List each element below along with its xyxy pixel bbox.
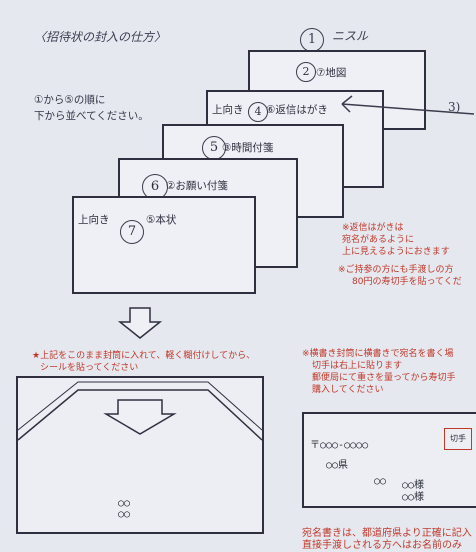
card-map-label: ⑦地図 — [316, 67, 347, 79]
footer-line-1: 宛名書きは、都道府県より正確に記入 — [302, 528, 472, 539]
card-map-circle: 2 — [296, 62, 316, 82]
envelope-name-left: ○○ — [374, 476, 387, 487]
note-hand-line-1: ※ご持参の方にも手渡しの方 — [338, 265, 454, 275]
note-horizontal-line-4: 購入してください — [312, 385, 384, 395]
footer-note: 宛名書きは、都道府県より正確に記入 直接手渡しされる方へはお名前のみ — [302, 528, 472, 552]
card-invitation: 上向き 7 ⑤本状 — [72, 196, 256, 294]
note-horizontal-envelope: ※横書き封筒に横書きで宛名を書く場 切手は右上に貼ります 郵便局にて重さを量って… — [302, 348, 456, 396]
card-reply-up-label: 上向き — [212, 104, 244, 116]
handwritten-circle-1: 1 — [300, 28, 324, 52]
card-invitation-circle: 7 — [120, 220, 144, 244]
card-request-label: ②お願い付箋 — [166, 180, 228, 192]
card-invitation-label: ⑤本状 — [146, 214, 177, 226]
envelope-front: 〒○○○-○○○○ ○○県 ○○ ○○様 ○○様 切手 — [302, 412, 476, 508]
card-reply-label: ⑥返信はがき — [266, 104, 328, 116]
note-hand-line-2: 80円の寿切手を貼ってくだ — [352, 277, 462, 287]
card-reply-circle: 4 — [248, 102, 268, 122]
handwritten-side-note: 3) — [448, 100, 461, 114]
note-horizontal-line-3: 郵便局にて重さを量ってから寿切手 — [312, 373, 456, 383]
seal-line-1: ○○ — [118, 498, 131, 509]
handwritten-arrow-icon — [341, 95, 475, 115]
envelope-address: ○○県 — [326, 460, 349, 471]
envelope-name-right: ○○様 — [402, 480, 425, 491]
note-reply-postcard: ※返信はがきは 宛名があるように 上に見えるようにおきます — [342, 222, 450, 258]
envelope-flap — [18, 381, 262, 441]
note-seal-line-1: ★上記をこのまま封筒に入れて、軽く糊付けしてから、 — [32, 351, 256, 361]
envelope-name-right-2: ○○様 — [402, 492, 425, 503]
instructions: ①から⑤の順に 下から並べてください。 — [34, 92, 149, 124]
note-handdelivery: ※ご持参の方にも手渡しの方 80円の寿切手を貼ってくだ — [338, 264, 462, 288]
note-reply-line-1: ※返信はがきは — [342, 223, 404, 233]
footer-line-2: 直接手渡しされる方へはお名前のみ — [302, 540, 462, 551]
note-horizontal-line-1: ※横書き封筒に横書きで宛名を書く場 — [302, 349, 454, 359]
stamp-box: 切手 — [444, 428, 472, 450]
envelope-back-seal-text: ○○ ○○ — [118, 498, 130, 520]
note-reply-line-3: 上に見えるようにおきます — [342, 247, 450, 257]
handwritten-note-top: ニスル — [332, 29, 369, 43]
title: 〈招待状の封入の仕方〉 — [34, 30, 167, 44]
note-seal-envelope: ★上記をこのまま封筒に入れて、軽く糊付けしてから、 シールを貼ってください — [32, 350, 255, 374]
instruction-line-1: ①から⑤の順に — [34, 94, 106, 106]
note-horizontal-line-2: 切手は右上に貼ります — [312, 361, 403, 371]
seal-line-2: ○○ — [118, 509, 131, 520]
envelope-postal-code: 〒○○○-○○○○ — [310, 440, 369, 451]
note-seal-line-2: シールを貼ってください — [40, 363, 139, 373]
envelope-back: ○○ ○○ — [16, 376, 264, 534]
instruction-line-2: 下から並べてください。 — [34, 110, 149, 122]
card-time-label: ③時間付箋 — [222, 142, 274, 154]
note-reply-line-2: 宛名があるように — [342, 235, 415, 245]
card-invitation-up-label: 上向き — [78, 214, 110, 226]
down-arrow-icon — [118, 307, 162, 339]
